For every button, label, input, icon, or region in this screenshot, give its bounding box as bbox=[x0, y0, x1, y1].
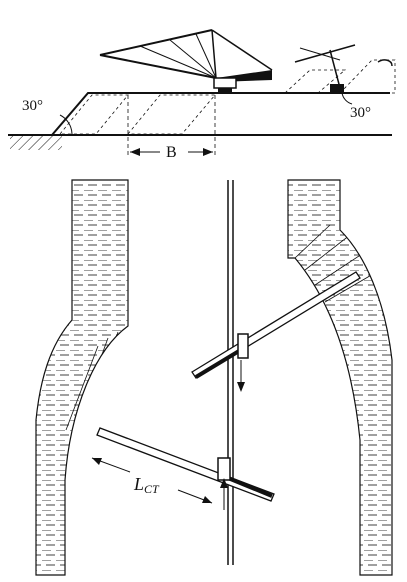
angle-arc-left bbox=[59, 114, 73, 135]
bench-slope-right bbox=[283, 69, 347, 94]
dimension-label-b: B bbox=[166, 144, 177, 161]
angle-label-left: 30° bbox=[22, 98, 43, 114]
dimension-label-lct: LCT bbox=[133, 474, 160, 496]
ground-hatch bbox=[10, 136, 62, 150]
bench-slope-mid bbox=[127, 94, 216, 135]
plan-view: LCT bbox=[35, 179, 393, 576]
angle-label-right: 30° bbox=[350, 105, 371, 121]
angle-arc-right bbox=[341, 92, 353, 105]
bench-slope-far-right bbox=[339, 59, 396, 94]
section-view: 30° 30° B bbox=[8, 29, 396, 161]
ground-line-upper bbox=[8, 92, 390, 136]
excavator-upper-icon bbox=[191, 271, 361, 392]
excavator-right-icon bbox=[294, 44, 393, 92]
right-wall bbox=[287, 179, 393, 576]
excavator-left-icon bbox=[99, 29, 273, 94]
left-wall bbox=[35, 179, 129, 576]
excavator-lower-icon bbox=[96, 427, 275, 510]
